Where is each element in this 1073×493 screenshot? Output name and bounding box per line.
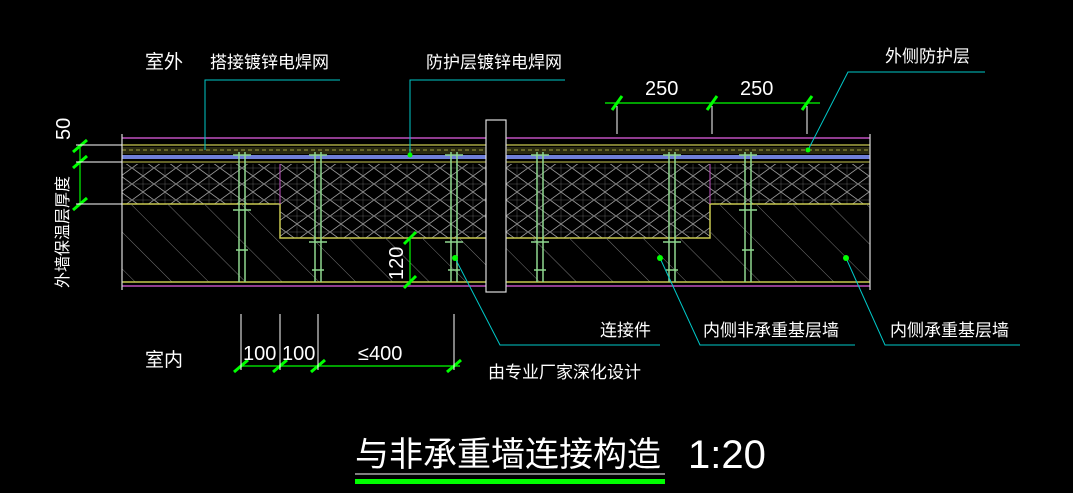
dim-100-left: 100	[243, 343, 276, 365]
label-designer-note: 由专业厂家深化设计	[488, 363, 641, 383]
dim-250-left: 250	[645, 78, 678, 100]
connector	[739, 152, 757, 282]
label-outdoor: 室外	[145, 51, 183, 73]
label-insulation-thickness: 外墙保温层厚度	[53, 176, 72, 288]
drawing-title: 与非承重墙连接构造	[355, 435, 661, 475]
drawing-scale: 1:20	[688, 433, 766, 477]
connectors	[233, 152, 757, 282]
dim-100-right: 100	[282, 343, 315, 365]
label-connector: 连接件	[600, 321, 651, 341]
connector	[233, 152, 251, 282]
extension-lines	[76, 106, 808, 370]
label-inner-nonbearing: 内侧非承重基层墙	[703, 321, 839, 341]
connector	[531, 152, 549, 282]
connector	[445, 152, 463, 282]
title-underline	[355, 479, 665, 484]
label-outer-protect: 外侧防护层	[885, 47, 970, 67]
label-indoor: 室内	[145, 349, 183, 371]
dim-250-right: 250	[740, 78, 773, 100]
section-break	[485, 119, 507, 293]
dim-le400: ≤400	[358, 343, 402, 365]
dim-120: 120	[386, 247, 408, 280]
dim-50: 50	[53, 118, 75, 140]
connector	[663, 152, 681, 282]
label-inner-bearing: 内侧承重基层墙	[890, 321, 1009, 341]
label-protect-mesh: 防护层镀锌电焊网	[426, 53, 562, 73]
leader-lines	[204, 71, 1020, 346]
label-lap-mesh: 搭接镀锌电焊网	[210, 53, 329, 73]
connector	[309, 152, 327, 282]
dimension-lines	[72, 95, 820, 374]
